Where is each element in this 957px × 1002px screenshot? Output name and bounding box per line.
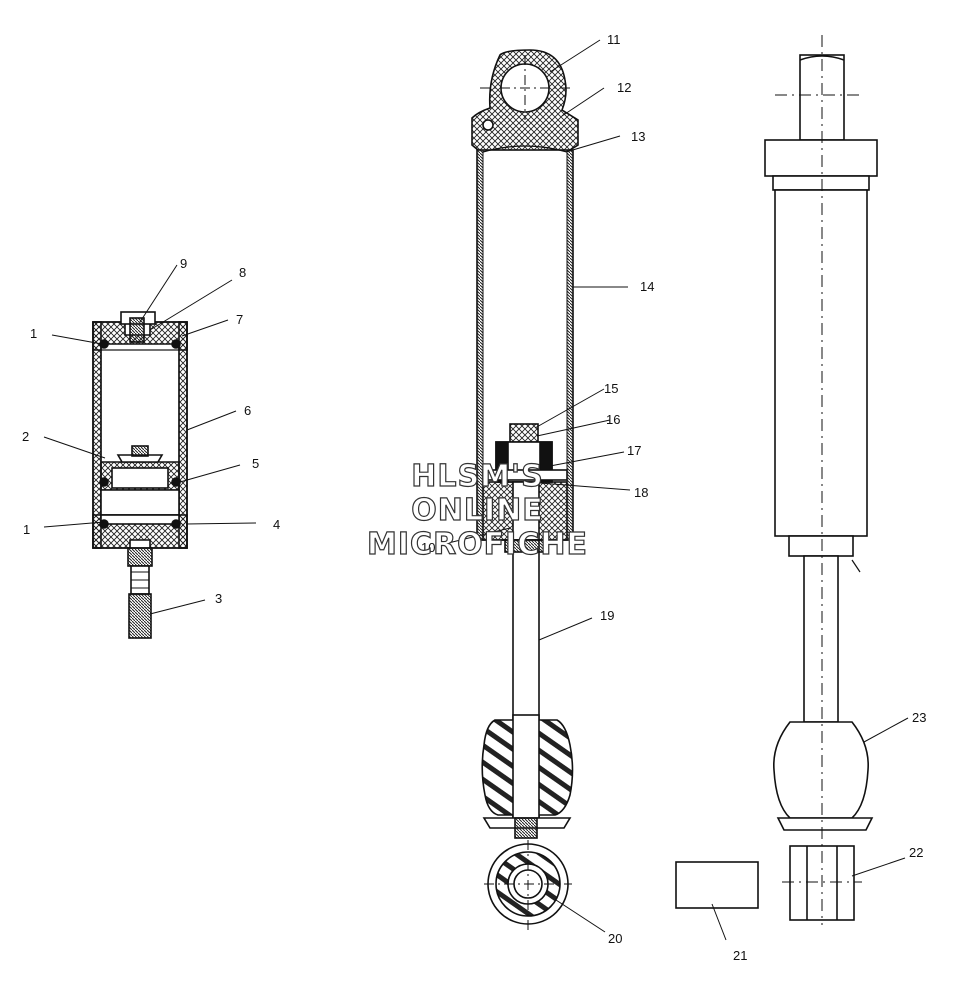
watermark-line-2: ONLINE — [411, 493, 544, 528]
callout-16: 16 — [606, 412, 621, 427]
callout-13: 13 — [631, 129, 646, 144]
top-eye-mount — [471, 49, 579, 179]
watermark: HLSM'S ONLINE MICROFICHE — [360, 459, 595, 562]
piston-nut — [509, 423, 539, 443]
bushing — [675, 861, 759, 909]
callout-10: 10 — [421, 540, 436, 555]
bumper — [773, 721, 869, 819]
callout-1-lower: 1 — [23, 522, 31, 537]
callout-8: 8 — [239, 265, 247, 280]
upper-cap — [764, 139, 878, 177]
callout-3: 3 — [215, 591, 223, 606]
callout-15: 15 — [604, 381, 619, 396]
callout-2: 2 — [22, 429, 30, 444]
callout-9: 9 — [180, 256, 188, 271]
hose-fitting — [127, 547, 153, 567]
callout-19: 19 — [600, 608, 615, 623]
callout-1-upper: 1 — [30, 326, 38, 341]
callout-23: 23 — [912, 710, 927, 725]
lower-washer — [776, 817, 874, 831]
shock-external-view — [764, 35, 878, 925]
reservoir-assembly — [92, 311, 188, 639]
callout-11: 11 — [607, 32, 621, 47]
shaft — [803, 555, 839, 723]
watermark-line-3: MICROFICHE — [366, 527, 588, 562]
callout-6: 6 — [244, 403, 252, 418]
leader-lines — [43, 39, 909, 941]
callout-4: 4 — [273, 517, 281, 532]
callout-20: 20 — [608, 931, 623, 946]
callout-5: 5 — [252, 456, 260, 471]
watermark-line-1: HLSM'S — [411, 459, 544, 494]
callout-17: 17 — [627, 443, 642, 458]
callout-14: 14 — [640, 279, 655, 294]
shock-cross-section — [471, 49, 579, 930]
callout-21: 21 — [733, 948, 748, 963]
callout-12: 12 — [617, 80, 632, 95]
callout-18: 18 — [634, 485, 649, 500]
callout-22: 22 — [909, 845, 924, 860]
reservoir-hose — [128, 593, 152, 639]
callout-7: 7 — [236, 312, 244, 327]
shock-body — [774, 189, 868, 537]
